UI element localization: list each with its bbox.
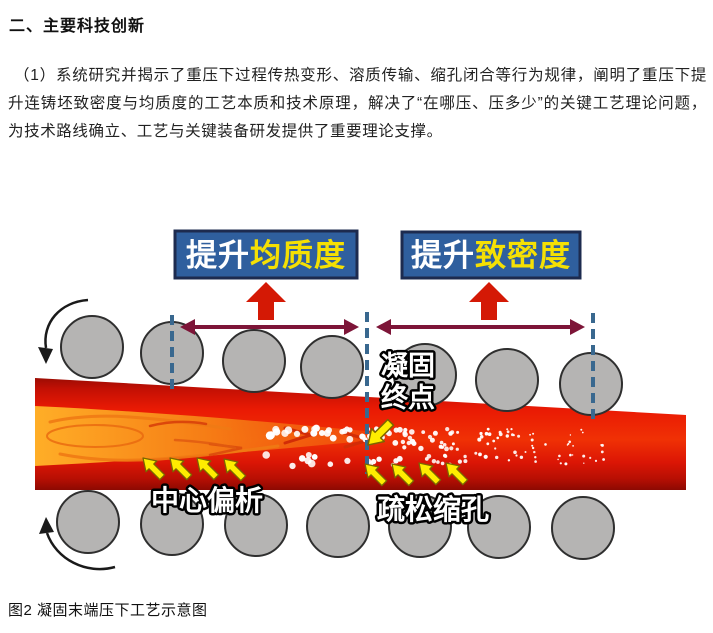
rotation-arrow-top-icon: [38, 298, 89, 364]
liquid-core: [35, 406, 412, 466]
label-box-homogeneity: 提升均质度: [173, 229, 359, 280]
body-paragraph: （1）系统研究并揭示了重压下过程传热变形、溶质传输、缩孔闭合等行为规律，阐明了重…: [8, 67, 707, 140]
roller: [551, 496, 615, 560]
figure-diagram: 提升均质度 提升致密度: [0, 228, 713, 592]
figure-caption: 图2 凝固末端压下工艺示意图: [8, 602, 208, 619]
roller: [140, 492, 204, 556]
up-arrow-right-icon: [469, 282, 509, 320]
soft-reduction-diagram: 提升均质度 提升致密度: [35, 229, 686, 571]
rotation-arrow-bottom-icon: [39, 517, 116, 571]
roller: [222, 329, 286, 393]
solidification-end-label-line2: 终点: [381, 382, 435, 413]
roller-bottom-row: [56, 490, 615, 560]
solidification-end-label-line1: 凝固: [381, 351, 435, 381]
range-arrow-right-icon: [376, 319, 585, 335]
label-box-density: 提升致密度: [400, 230, 582, 280]
porosity-label: 疏松缩孔: [377, 493, 489, 525]
dashed-reference-lines: [170, 312, 595, 474]
roller: [300, 335, 364, 399]
roller: [60, 315, 124, 379]
roller: [467, 495, 531, 559]
label-highlight: 致密度: [475, 238, 571, 273]
svg-text:提升致密度: 提升致密度: [411, 238, 571, 273]
svg-text:提升均质度: 提升均质度: [186, 238, 346, 273]
up-arrow-left-icon: [246, 282, 286, 320]
label-prefix: 提升: [411, 238, 475, 273]
porosity-dots: [262, 424, 605, 470]
roller: [224, 493, 288, 557]
range-arrow-left-icon: [180, 319, 359, 335]
roller: [56, 490, 120, 554]
center-segregation-label: 中心偏析: [151, 485, 263, 516]
roller: [393, 343, 457, 407]
roller-top-row: [60, 315, 623, 416]
label-highlight: 均质度: [250, 238, 346, 273]
roller: [306, 494, 370, 558]
roller: [388, 494, 452, 558]
section-heading: 二、主要科技创新: [9, 18, 146, 35]
label-prefix: 提升: [186, 238, 250, 273]
roller: [475, 348, 539, 412]
